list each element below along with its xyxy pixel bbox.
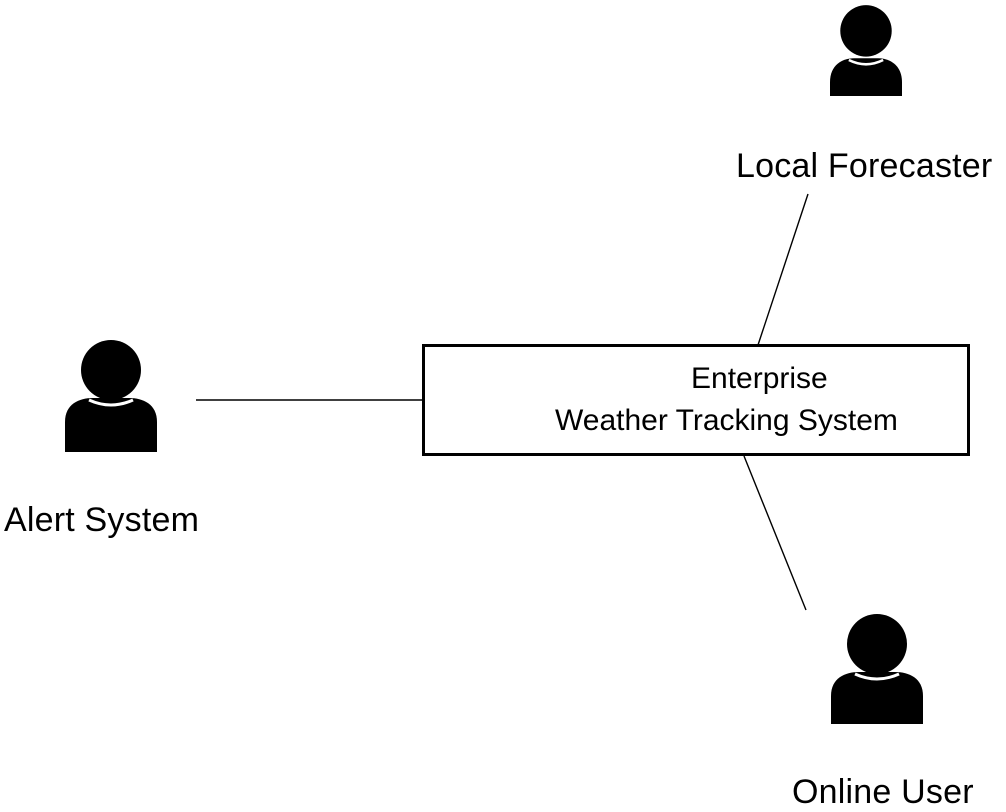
- person-icon: [65, 340, 157, 452]
- online-user-person-icon: [826, 612, 928, 724]
- connector-online-user: [743, 455, 807, 611]
- system-name-line-1: Enterprise: [691, 362, 828, 395]
- local-forecaster-label: Local Forecaster: [736, 147, 993, 185]
- alert-system-person-icon: [60, 340, 162, 452]
- system-box: Enterprise Weather Tracking System: [422, 344, 970, 456]
- person-icon: [830, 5, 902, 96]
- online-user-label: Online User: [792, 773, 974, 811]
- person-icon: [831, 614, 923, 724]
- connector-local-forecaster: [757, 193, 809, 346]
- alert-system-label: Alert System: [4, 501, 200, 539]
- system-name-line-2: Weather Tracking System: [555, 404, 898, 437]
- local-forecaster-person-icon: [820, 0, 912, 96]
